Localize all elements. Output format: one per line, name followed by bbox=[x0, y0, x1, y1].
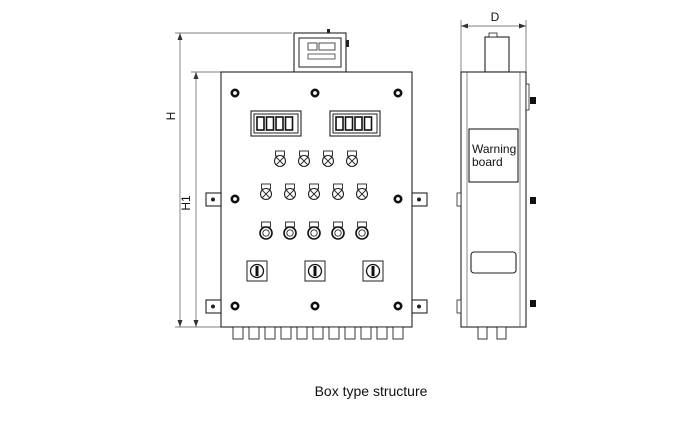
dimension-d: D bbox=[460, 10, 527, 72]
indicator-lamps-row-1 bbox=[273, 150, 359, 168]
rotary-switches bbox=[246, 260, 384, 282]
side-view: D Warning board bbox=[456, 10, 536, 340]
indicator-lamp bbox=[297, 150, 311, 168]
push-button bbox=[283, 221, 297, 240]
dimension-d-label: D bbox=[491, 10, 500, 24]
side-top-box bbox=[484, 32, 510, 73]
warning-board-line-2: board bbox=[472, 155, 503, 169]
digital-meter-right bbox=[329, 110, 381, 137]
side-body bbox=[460, 71, 527, 328]
side-latches bbox=[525, 83, 536, 307]
push-button bbox=[307, 221, 321, 240]
indicator-lamp bbox=[259, 183, 273, 201]
side-brackets bbox=[456, 192, 462, 314]
warning-board-line-1: Warning bbox=[472, 142, 516, 156]
push-button bbox=[259, 221, 273, 240]
indicator-lamp bbox=[273, 150, 287, 168]
push-button bbox=[331, 221, 345, 240]
digital-meter-left bbox=[250, 110, 302, 137]
rotary-switch bbox=[304, 260, 326, 282]
dimension-h: H bbox=[164, 32, 292, 328]
front-view: H H1 bbox=[164, 29, 428, 340]
dimension-h1-label: H1 bbox=[179, 195, 193, 211]
indicator-lamp bbox=[331, 183, 345, 201]
warning-board: Warning board bbox=[468, 128, 519, 183]
rotary-switch bbox=[246, 260, 268, 282]
indicator-lamps-row-2 bbox=[259, 183, 369, 201]
corner-bolts bbox=[230, 88, 403, 311]
indicator-lamp bbox=[321, 150, 335, 168]
figure-caption: Box type structure bbox=[315, 383, 428, 399]
dimension-h-label: H bbox=[164, 112, 178, 121]
indicator-lamp bbox=[307, 183, 321, 201]
indicator-lamp bbox=[283, 183, 297, 201]
rotary-switch bbox=[362, 260, 384, 282]
push-buttons-row bbox=[259, 221, 369, 240]
side-window bbox=[470, 251, 517, 274]
top-meter-box bbox=[293, 29, 349, 73]
side-cable-glands bbox=[477, 326, 507, 340]
dimension-h1: H1 bbox=[179, 71, 221, 327]
indicator-lamp bbox=[345, 150, 359, 168]
front-mounting-brackets bbox=[205, 192, 428, 314]
indicator-lamp bbox=[355, 183, 369, 201]
push-button bbox=[355, 221, 369, 240]
front-cable-glands bbox=[232, 326, 404, 340]
